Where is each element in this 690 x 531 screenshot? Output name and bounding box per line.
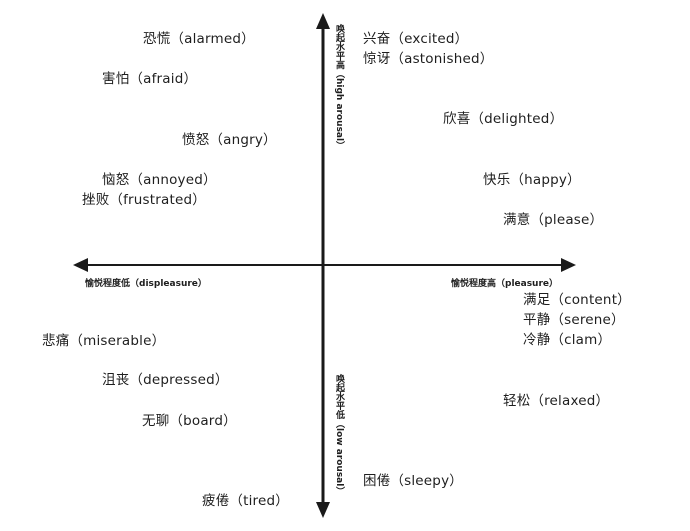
emotion-happy: 快乐（happy） bbox=[483, 172, 581, 188]
emotion-depressed: 沮丧（depressed） bbox=[102, 372, 229, 388]
emotion-content: 满足（content） bbox=[523, 292, 631, 308]
emotion-afraid: 害怕（afraid） bbox=[102, 71, 198, 87]
emotion-board: 无聊（board） bbox=[142, 413, 237, 429]
emotion-clam: 冷静（clam） bbox=[523, 332, 612, 348]
emotion-frustrated: 挫败（frustrated） bbox=[82, 192, 206, 208]
axis-label-displeasure: 愉悦程度低（displeasure） bbox=[85, 279, 207, 289]
axis-label-low-arousal: 唤起水平低（low arousal） bbox=[334, 374, 344, 496]
emotion-tired: 疲倦（tired） bbox=[202, 493, 289, 509]
arrow-right-icon bbox=[561, 258, 576, 272]
arrow-down-icon bbox=[316, 502, 330, 518]
emotion-alarmed: 恐慌（alarmed） bbox=[143, 31, 255, 47]
emotion-excited: 兴奋（excited） bbox=[363, 31, 469, 47]
emotion-sleepy: 困倦（sleepy） bbox=[363, 473, 463, 489]
arrow-left-icon bbox=[73, 258, 88, 272]
emotion-relaxed: 轻松（relaxed） bbox=[503, 393, 610, 409]
arrow-up-icon bbox=[316, 13, 330, 29]
emotion-angry: 愤怒（angry） bbox=[182, 132, 277, 148]
emotion-annoyed: 恼怒（annoyed） bbox=[102, 172, 217, 188]
axis-label-pleasure: 愉悦程度高（pleasure） bbox=[451, 279, 559, 289]
emotion-miserable: 悲痛（miserable） bbox=[42, 333, 166, 349]
emotion-serene: 平静（serene） bbox=[523, 312, 625, 328]
emotion-delighted: 欣喜（delighted） bbox=[443, 111, 564, 127]
axis-label-high-arousal: 唤起水平高（high arousal） bbox=[334, 24, 344, 151]
emotion-astonished: 惊讶（astonished） bbox=[363, 51, 494, 67]
emotion-please: 满意（please） bbox=[503, 212, 604, 228]
